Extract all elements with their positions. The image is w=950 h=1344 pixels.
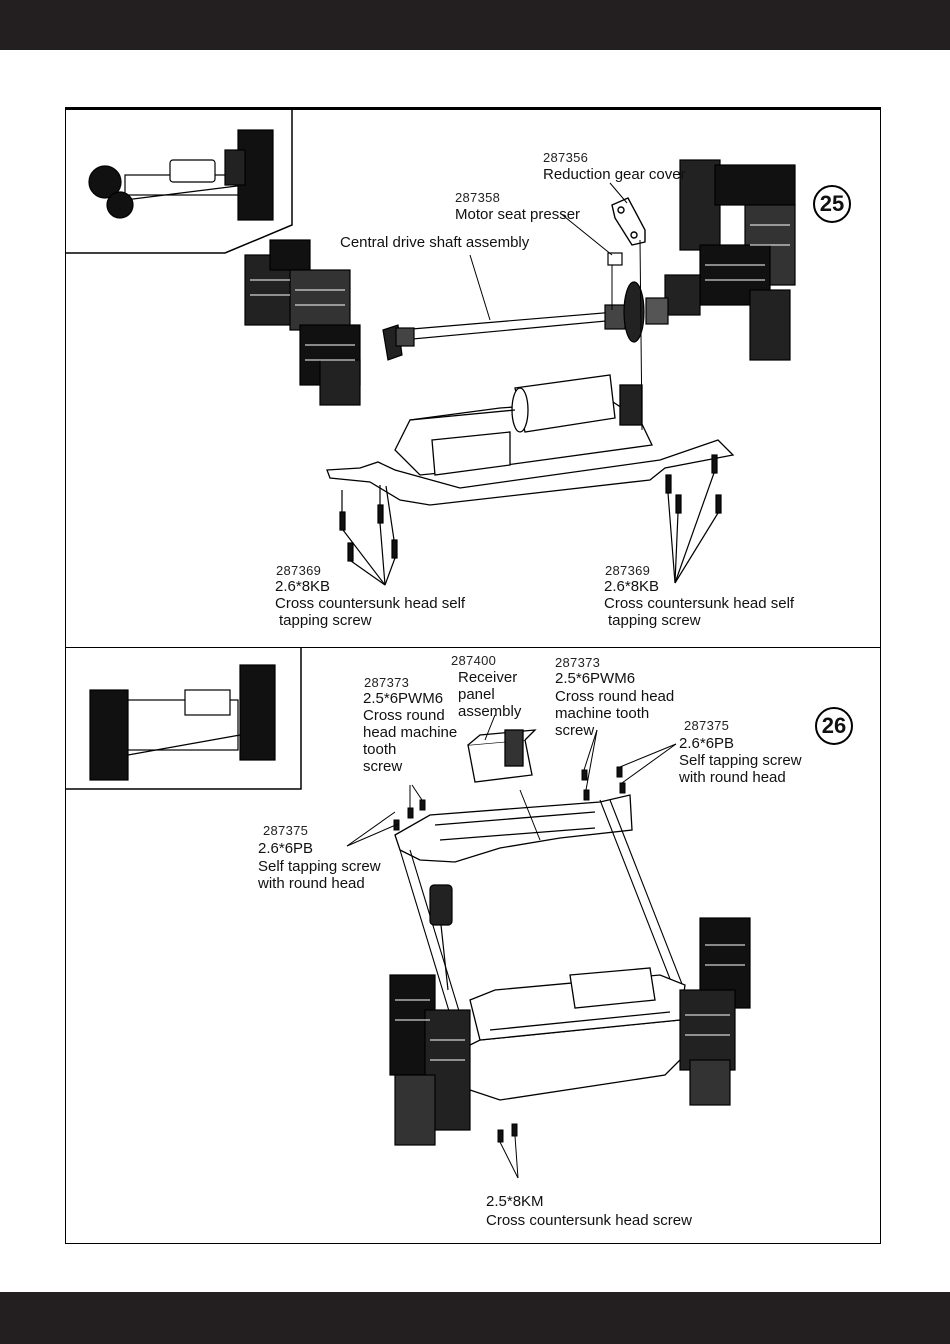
part-description: Cross countersunk head self	[604, 595, 795, 612]
part-description: Self tapping screw	[258, 858, 381, 875]
step-divider	[65, 647, 881, 648]
part-number: 287369	[605, 563, 651, 578]
front-suspension-assembly-left	[244, 239, 361, 406]
part-description: tapping screw	[608, 612, 701, 629]
footer-bar	[0, 1292, 950, 1344]
screws-left-group	[339, 485, 398, 586]
receiver-panel-assembly	[467, 729, 537, 783]
screws-right-group	[665, 454, 722, 584]
part-description: Cross countersunk head self	[275, 595, 466, 612]
part-number: 287400	[451, 653, 497, 668]
part-number: 287375	[684, 718, 730, 733]
rear-suspension-assembly-right	[664, 159, 796, 361]
motor-seat-presser	[607, 252, 623, 266]
upper-deck-plate	[394, 794, 633, 863]
part-description: Self tapping screw	[679, 752, 802, 769]
instruction-frame	[65, 107, 881, 1244]
part-description: Cross countersunk head screw	[486, 1212, 692, 1229]
step-25-panel: 25 287356 Reduction gear cover 287358 Mo…	[0, 0, 950, 648]
lower-chassis-with-motor	[459, 967, 691, 1101]
chassis-overview-icon	[88, 129, 274, 221]
part-number: 287373	[555, 655, 601, 670]
part-description: with round head	[258, 875, 365, 892]
part-description: Cross round	[363, 707, 445, 724]
part-description: Receiver	[458, 669, 518, 686]
front-suspension-assembly-left	[389, 974, 471, 1146]
part-spec: 2.5*6PWM6	[363, 690, 444, 707]
part-number: 287375	[263, 823, 309, 838]
step-number-badge: 26	[815, 707, 853, 745]
reduction-gear-cover	[611, 197, 646, 246]
part-description: head machine	[363, 724, 458, 741]
part-number: 287356	[543, 150, 589, 165]
part-spec: 2.6*8KB	[275, 578, 331, 595]
chassis-overview-icon	[89, 664, 276, 781]
part-spec: 2.5*6PWM6	[555, 670, 636, 687]
header-bar	[0, 0, 950, 50]
part-description: machine tooth	[555, 705, 650, 722]
part-number: 287369	[276, 563, 322, 578]
part-description: Motor seat presser	[455, 206, 581, 223]
step-number-badge: 25	[813, 185, 851, 223]
part-spec: 2.6*8KB	[604, 578, 660, 595]
steering-servo	[429, 884, 453, 991]
part-description: assembly	[458, 703, 522, 720]
part-description: Central drive shaft assembly	[340, 234, 530, 251]
callout-leader-lines	[346, 714, 677, 1179]
part-number: 287358	[455, 190, 501, 205]
part-description: screw	[363, 758, 403, 775]
callout-leader-lines	[469, 182, 643, 431]
part-spec: 2.6*6PB	[679, 735, 735, 752]
central-drive-shaft	[382, 281, 669, 361]
part-description: Cross round head	[555, 688, 675, 705]
part-spec: 2.5*8KM	[486, 1193, 544, 1210]
part-description: tapping screw	[279, 612, 372, 629]
part-description: screw	[555, 722, 595, 739]
part-description: tooth	[363, 741, 397, 758]
chassis-plate-with-motor	[326, 374, 735, 506]
part-description: panel	[458, 686, 495, 703]
thumbnail-inset-border	[65, 648, 302, 790]
thumbnail-inset-border	[65, 108, 293, 254]
rear-suspension-assembly-right	[679, 917, 751, 1106]
step-25-diagram	[65, 108, 796, 586]
part-spec: 2.6*6PB	[258, 840, 314, 857]
part-description: with round head	[679, 769, 786, 786]
part-number: 287373	[364, 675, 410, 690]
part-description: Reduction gear cover	[543, 166, 686, 183]
